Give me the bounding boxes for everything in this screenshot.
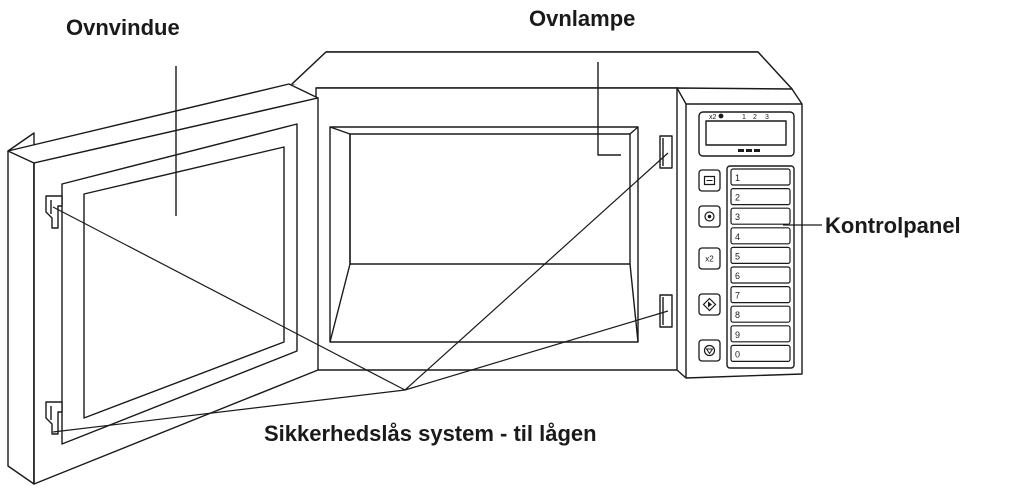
oven-body: [292, 52, 792, 370]
program-key-label: 7: [735, 291, 740, 301]
control-side-buttons: x2: [699, 170, 720, 361]
program-key-5[interactable]: 5: [731, 247, 790, 263]
power-button[interactable]: [699, 206, 720, 227]
menu-icon: [705, 177, 715, 185]
display-digit-2: 2: [753, 114, 757, 121]
display-digit-1: 1: [742, 114, 746, 121]
program-key-label: 2: [735, 193, 740, 203]
program-key-label: 9: [735, 330, 740, 340]
program-key-0[interactable]: 0: [731, 345, 790, 361]
label-safety-lock: Sikkerhedslås system - til lågen: [264, 421, 597, 446]
x2-button-label: x2: [705, 255, 714, 264]
oven-door: [8, 66, 318, 484]
program-key-label: 0: [735, 349, 740, 359]
x2-button[interactable]: x2: [699, 248, 720, 269]
program-key-2[interactable]: 2: [731, 189, 790, 205]
program-key-label: 5: [735, 251, 740, 261]
program-key-column: 1 2 3 4 5 6 7 8 9 0: [731, 169, 790, 361]
program-key-7[interactable]: 7: [731, 287, 790, 303]
program-key-3[interactable]: 3: [731, 208, 790, 224]
label-control-panel: Kontrolpanel: [825, 213, 961, 238]
label-oven-window: Ovnvindue: [66, 15, 180, 40]
door-hooks: [46, 196, 62, 434]
display-digit-3: 3: [765, 114, 769, 121]
start-icon: [704, 299, 716, 311]
program-key-4[interactable]: 4: [731, 228, 790, 244]
program-key-label: 4: [735, 232, 740, 242]
menu-button[interactable]: [699, 170, 720, 191]
program-key-label: 1: [735, 173, 740, 183]
program-key-label: 3: [735, 212, 740, 222]
leader-lines: [53, 153, 822, 432]
label-oven-lamp: Ovnlampe: [529, 6, 635, 31]
power-level-icon: [705, 212, 714, 221]
stop-button[interactable]: [699, 340, 720, 361]
program-key-1[interactable]: 1: [731, 169, 790, 185]
start-button[interactable]: [699, 294, 720, 315]
program-key-label: 8: [735, 310, 740, 320]
program-key-6[interactable]: 6: [731, 267, 790, 283]
stop-icon: [705, 346, 715, 356]
program-key-8[interactable]: 8: [731, 306, 790, 322]
display-x2-mark: x2: [709, 114, 717, 121]
program-key-9[interactable]: 9: [731, 326, 790, 342]
program-key-label: 6: [735, 271, 740, 281]
